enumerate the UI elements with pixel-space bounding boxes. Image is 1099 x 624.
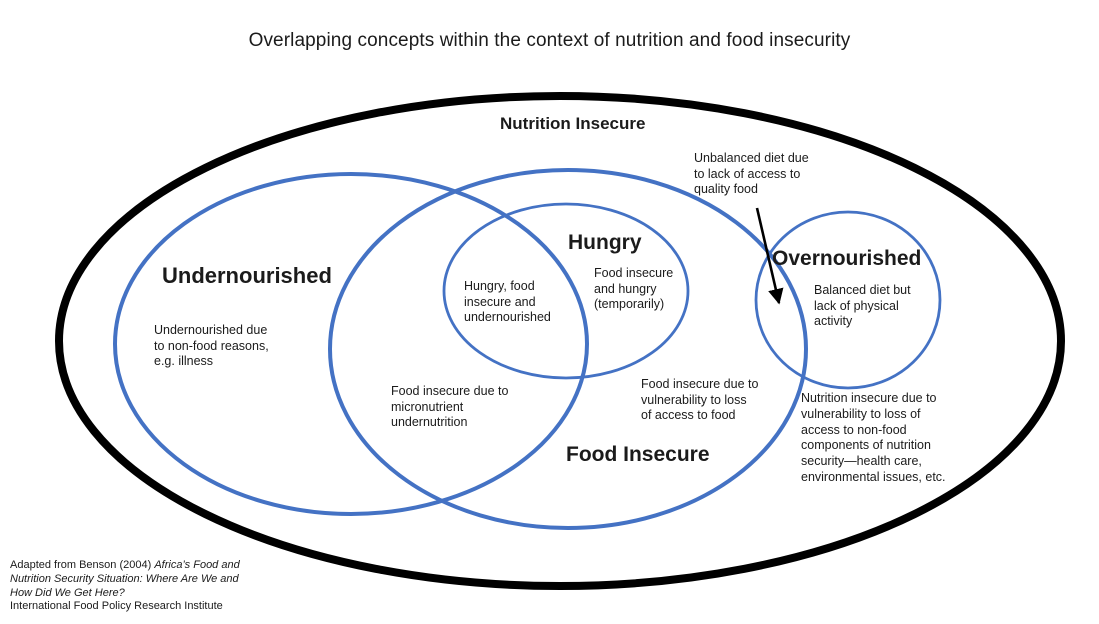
unbalanced-diet-arrow [755, 207, 784, 305]
ellipse-undernourished [113, 172, 589, 516]
set-label-food-insecure: Food Insecure [566, 443, 710, 466]
note-undernourished-nonfood: Undernourished due to non-food reasons, … [154, 323, 269, 368]
note-micronutrient-undernutrition: Food insecure due to micronutrient under… [391, 384, 509, 429]
note-balanced-diet: Balanced diet but lack of physical activ… [814, 283, 911, 328]
note-food-insecure-hungry-temporarily: Food insecure and hungry (temporarily) [594, 266, 674, 311]
ellipse-nutrition-insecure [55, 92, 1065, 590]
ellipse-overnourished [754, 210, 942, 390]
note-unbalanced-diet: Unbalanced diet due to lack of access to… [694, 151, 809, 196]
set-label-nutrition-insecure: Nutrition Insecure [500, 114, 646, 133]
set-label-hungry: Hungry [568, 231, 642, 254]
citation-work-title: Africa’s Food and Nutrition Security Sit… [10, 559, 240, 599]
set-label-undernourished: Undernourished [162, 263, 332, 288]
citation: Adapted from Benson (2004) Africa’s Food… [10, 559, 248, 614]
set-label-overnourished: Overnourished [772, 247, 922, 270]
note-hungry-insecure-undernourished: Hungry, food insecure and undernourished [464, 279, 551, 324]
citation-lead: Adapted from Benson (2004) [10, 559, 155, 571]
ellipse-hungry [442, 202, 690, 380]
citation-publisher: International Food Policy Research Insti… [10, 600, 223, 613]
note-vulnerability-loss-access-food: Food insecure due to vulnerability to lo… [641, 377, 759, 422]
ellipse-food-insecure [328, 168, 808, 530]
page-title: Overlapping concepts within the context … [248, 30, 851, 51]
note-nutrition-insecure-vulnerability: Nutrition insecure due to vulnerability … [801, 391, 946, 484]
